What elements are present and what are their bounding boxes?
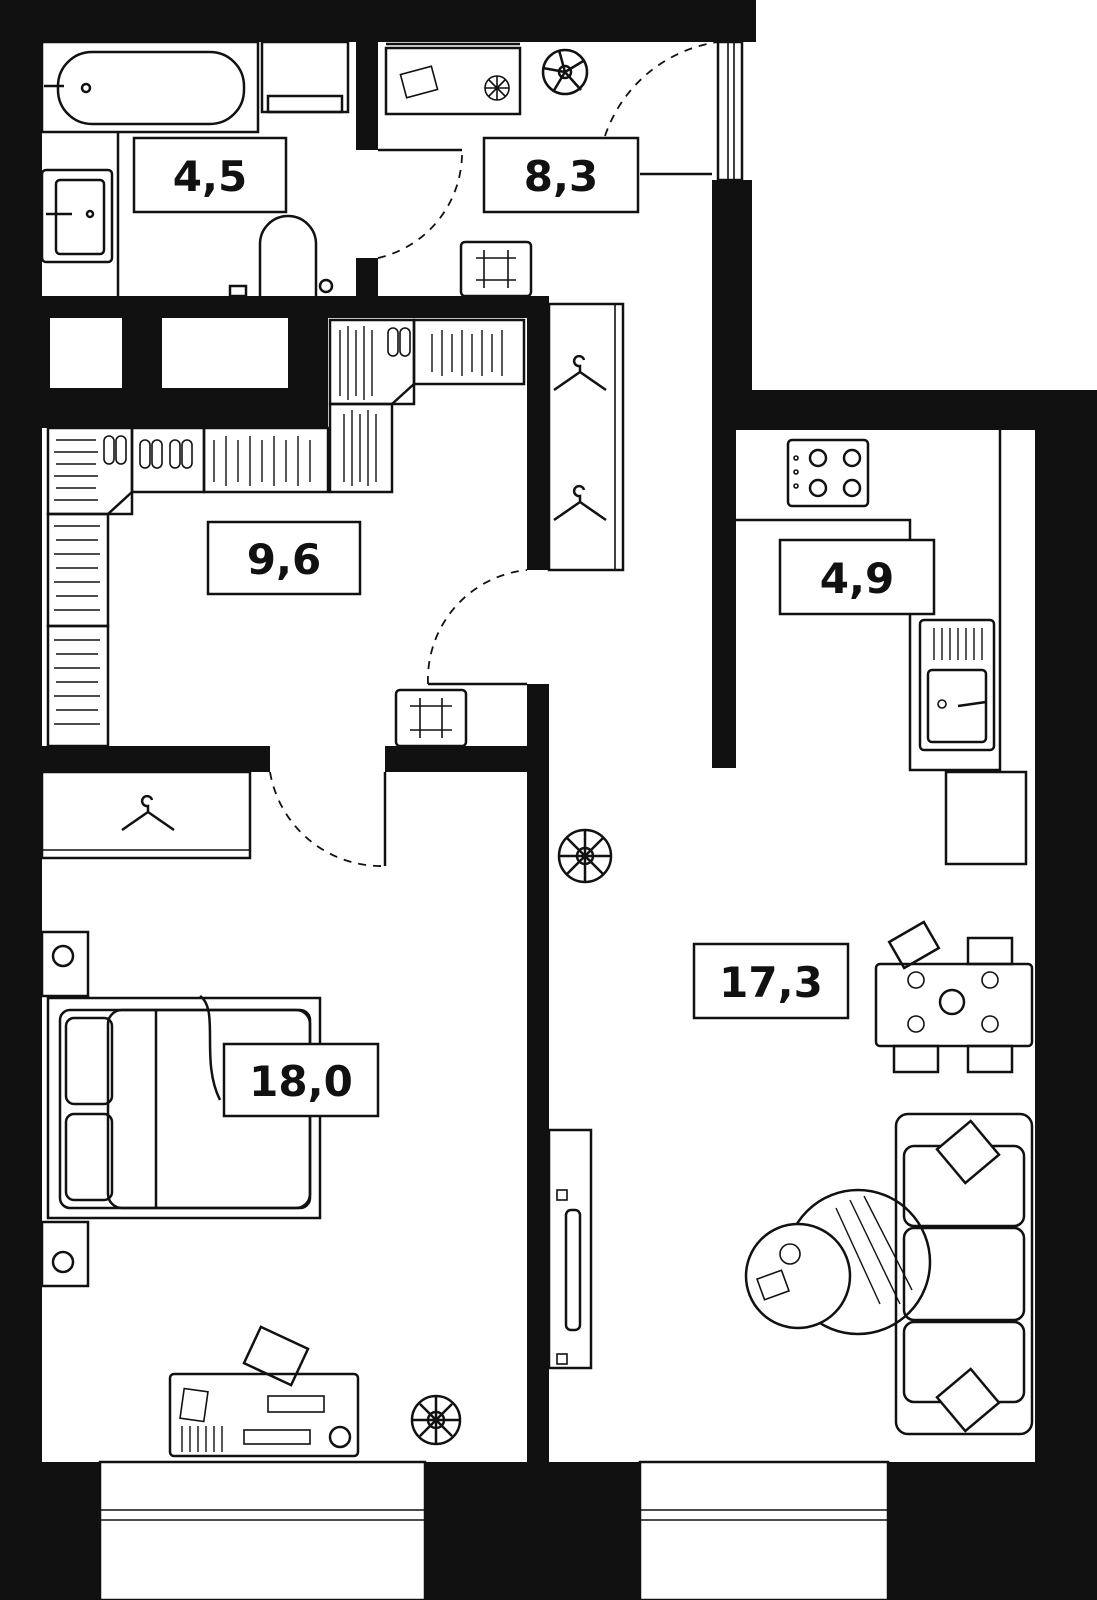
nightstand (40, 930, 90, 1288)
clothes-rail (54, 326, 503, 725)
plant-icon (541, 48, 589, 96)
tv-icon (547, 1128, 593, 1370)
room-hall-label: 8,3 (482, 136, 640, 214)
bathroom-fixtures (40, 40, 350, 298)
room-area-bedroom: 18,0 (249, 1057, 353, 1106)
room-living-label: 17,3 (692, 942, 850, 1020)
fridge (944, 770, 1028, 866)
sink-icon (918, 618, 996, 752)
windows (98, 40, 890, 1600)
room-area-bathroom: 4,5 (173, 152, 247, 201)
door-swings (269, 41, 719, 867)
ottoman (459, 240, 533, 298)
stove-icon (786, 438, 870, 508)
living-fixtures (547, 828, 1034, 1436)
hanger-icon (121, 794, 175, 832)
room-wardrobe-label: 9,6 (206, 520, 362, 596)
hanger-icon (553, 354, 607, 392)
coffee-table (744, 1188, 932, 1336)
shoes-icon (103, 327, 411, 469)
room-area-hall: 8,3 (524, 152, 598, 201)
sofa-icon (894, 1112, 1034, 1436)
bathtub-icon (40, 40, 260, 134)
room-kitchen-label: 4,9 (778, 538, 936, 616)
plant-icon (410, 1394, 462, 1446)
hall-fixtures (384, 42, 712, 572)
wardrobe-fixtures (46, 318, 526, 748)
shoe-cabinet (384, 46, 522, 116)
desk-icon (168, 1325, 360, 1458)
room-area-kitchen: 4,9 (820, 554, 894, 603)
room-bathroom-label: 4,5 (132, 136, 288, 214)
bedroom-wardrobe (40, 770, 252, 860)
ottoman (394, 688, 468, 748)
dining-table-icon (874, 920, 1034, 1074)
hanger-icon (553, 484, 607, 522)
toilet-icon (228, 214, 334, 298)
kitchen-fixtures (736, 430, 1028, 866)
sink-icon (40, 168, 114, 264)
plant-icon (484, 75, 510, 101)
room-area-wardrobe: 9,6 (247, 535, 321, 584)
plant-icon (557, 828, 613, 884)
room-bedroom-label: 18,0 (222, 1042, 380, 1118)
washing-machine (260, 40, 350, 114)
room-area-living: 17,3 (719, 958, 823, 1007)
